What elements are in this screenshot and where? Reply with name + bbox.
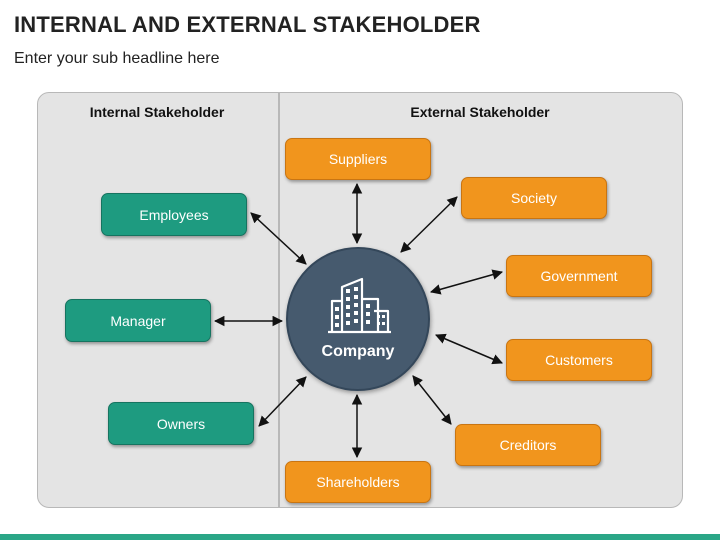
slide-title: INTERNAL AND EXTERNAL STAKEHOLDER — [14, 12, 481, 37]
arrow-customers — [435, 333, 503, 365]
arrow-employees — [250, 212, 307, 265]
node-owners: Owners — [108, 402, 254, 445]
arrow-government — [429, 269, 504, 295]
slide-subtitle: Enter your sub headline here — [14, 50, 220, 67]
external-section-heading: External Stakeholder — [410, 104, 550, 120]
node-society: Society — [461, 177, 607, 219]
node-suppliers: Suppliers — [285, 138, 431, 180]
node-government: Government — [506, 255, 652, 297]
arrow-creditors — [412, 375, 452, 425]
arrow-owners — [258, 376, 307, 427]
arrow-society — [400, 196, 458, 253]
section-divider — [278, 93, 280, 507]
internal-section-heading: Internal Stakeholder — [89, 104, 225, 120]
company-label: Company — [321, 343, 395, 360]
node-creditors: Creditors — [455, 424, 601, 466]
company-hub: Company — [286, 247, 430, 391]
node-employees: Employees — [101, 193, 247, 236]
node-manager: Manager — [65, 299, 211, 342]
node-customers: Customers — [506, 339, 652, 381]
node-shareholders: Shareholders — [285, 461, 431, 503]
office-building-icon — [328, 277, 391, 334]
accent-bar — [0, 534, 720, 540]
